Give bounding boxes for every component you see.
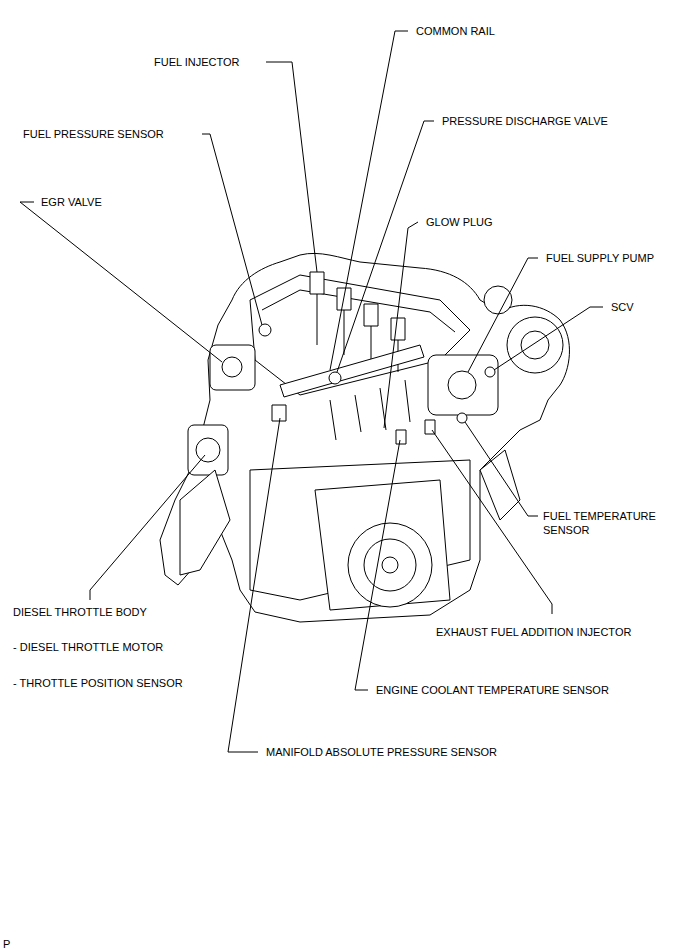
part-label: FUEL INJECTOR	[153, 55, 241, 69]
leader-line	[494, 307, 603, 370]
intake-pipe	[180, 470, 230, 575]
part-label: GLOW PLUG	[425, 215, 494, 229]
part-label: - DIESEL THROTTLE MOTOR	[12, 640, 164, 654]
turbocharger-inner	[521, 331, 549, 359]
leader-line	[202, 134, 262, 325]
exhaust-pipe	[480, 450, 520, 520]
crank-pulley	[348, 523, 432, 607]
part-label: - THROTTLE POSITION SENSOR	[12, 676, 184, 690]
page-code: P	[2, 937, 11, 949]
engine-sketch	[160, 253, 569, 622]
map-sensor	[272, 405, 286, 421]
crank-pulley-hub	[382, 557, 398, 573]
injector	[391, 318, 405, 340]
part-label: MANIFOLD ABSOLUTE PRESSURE SENSOR	[265, 745, 498, 759]
fuel-supply-pump	[428, 355, 498, 415]
leader-line	[266, 62, 317, 272]
common-rail	[280, 345, 424, 397]
crank-pulley-inner	[364, 539, 416, 591]
part-label: DIESEL THROTTLE BODY	[12, 605, 148, 619]
engine-outline	[160, 253, 569, 622]
coolant-temperature-sensor	[396, 430, 406, 444]
throttle-body-detail	[196, 438, 220, 462]
leader-line	[90, 455, 205, 600]
part-label: EXHAUST FUEL ADDITION INJECTOR	[435, 625, 632, 639]
part-label: FUEL TEMPERATURE SENSOR	[542, 509, 684, 537]
part-label: FUEL PRESSURE SENSOR	[22, 127, 165, 141]
part-label: FUEL SUPPLY PUMP	[545, 251, 655, 265]
part-label: ENGINE COOLANT TEMPERATURE SENSOR	[375, 683, 610, 697]
fuel-pressure-sensor	[259, 324, 271, 336]
part-label: PRESSURE DISCHARGE VALVE	[441, 114, 609, 128]
leader-line	[20, 202, 222, 362]
leader-line	[465, 422, 538, 516]
turbocharger	[507, 317, 563, 373]
fuel-temperature-sensor	[457, 413, 467, 423]
leader-line	[384, 222, 418, 428]
part-label: SCV	[610, 300, 635, 314]
leader-line	[468, 258, 538, 372]
injector	[364, 304, 378, 326]
leader-line	[355, 440, 400, 690]
leader-line	[228, 418, 280, 752]
part-label: EGR VALVE	[40, 195, 103, 209]
egr-valve-detail	[222, 357, 242, 377]
leader-line	[337, 121, 434, 372]
scv	[485, 367, 495, 377]
injector	[310, 272, 324, 294]
leader-line	[432, 430, 552, 614]
pressure-discharge-valve	[329, 372, 341, 384]
filler-cap	[484, 286, 512, 314]
pump-detail	[448, 371, 476, 399]
timing-cover	[315, 480, 450, 610]
part-label: COMMON RAIL	[415, 24, 496, 38]
egr-valve	[210, 345, 255, 390]
